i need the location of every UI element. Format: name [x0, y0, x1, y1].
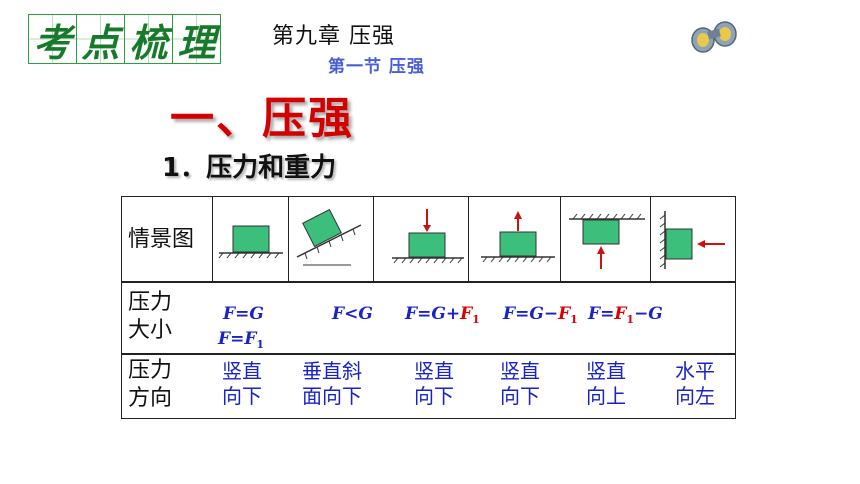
chapter-title: 第九章 压强: [272, 24, 395, 49]
table-row-direction: 压力 方向 竖直向下 垂直斜面向下 竖直向下 竖直向下 竖直向上 水平向左: [122, 355, 735, 418]
direction-cell-1: 竖直向下: [222, 359, 262, 408]
block: [665, 228, 693, 260]
pressure-table: 情景图: [121, 196, 736, 419]
diagram-ceiling: [569, 213, 645, 269]
block: [499, 231, 537, 257]
direction-cell-4: 竖直向下: [500, 359, 540, 408]
column-divider: [468, 197, 469, 283]
sub-title: 1．压力和重力: [162, 153, 337, 183]
magnitude-cell-4: F=G−F1: [503, 304, 578, 326]
arrow-up-icon: [514, 211, 522, 219]
table-row-magnitude: 压力 大小 F=G F=F1 F<G F=G+F1 F=G−F1 F=F1−G: [122, 283, 735, 355]
diagram-force-up: [481, 211, 555, 263]
arrow-down-icon: [423, 225, 431, 232]
diagram-wall: [659, 211, 725, 269]
block: [582, 219, 620, 245]
column-divider: [650, 197, 651, 283]
row-label-magnitude: 压力 大小: [128, 290, 173, 343]
column-divider: [560, 197, 561, 283]
column-divider: [373, 197, 374, 283]
logo-cell: 点: [76, 14, 125, 65]
direction-cell-6: 水平向左: [675, 359, 715, 408]
column-divider: [288, 197, 289, 283]
block: [408, 232, 446, 258]
table-row-scene: 情景图: [122, 197, 735, 283]
direction-cell-5: 竖直向上: [586, 359, 626, 408]
logo-cell: 梳: [124, 14, 173, 65]
magnitude-cell-5: F=F1−G: [588, 304, 663, 326]
magnitude-cell-1a: F=G: [223, 304, 264, 324]
direction-cell-2: 垂直斜面向下: [302, 359, 362, 408]
logo-cell: 考: [28, 14, 77, 65]
magnitude-cell-3: F=G+F1: [405, 304, 480, 326]
section-title: 第一节 压强: [328, 57, 425, 77]
row-label-direction: 压力 方向: [128, 358, 173, 411]
block: [232, 225, 270, 253]
logo-cell: 理: [172, 14, 221, 65]
arrow-left-icon: [697, 240, 705, 248]
block: [302, 208, 342, 248]
diagram-block-on-floor: [218, 225, 283, 259]
magnitude-cell-1b: F=F1: [218, 329, 265, 351]
diagram-block-on-incline: [296, 208, 362, 266]
diagram-force-down: [392, 209, 464, 264]
magnitude-cell-2: F<G: [332, 304, 373, 324]
arrow-up-icon: [597, 246, 605, 254]
row-label-scene: 情景图: [128, 227, 195, 252]
binoculars-icon: [691, 21, 737, 53]
direction-cell-3: 竖直向下: [414, 359, 454, 408]
column-divider: [212, 197, 213, 283]
main-title: 一、压强: [170, 93, 354, 144]
logo-kaodian-shuli: 考 点 梳 理: [28, 14, 224, 65]
